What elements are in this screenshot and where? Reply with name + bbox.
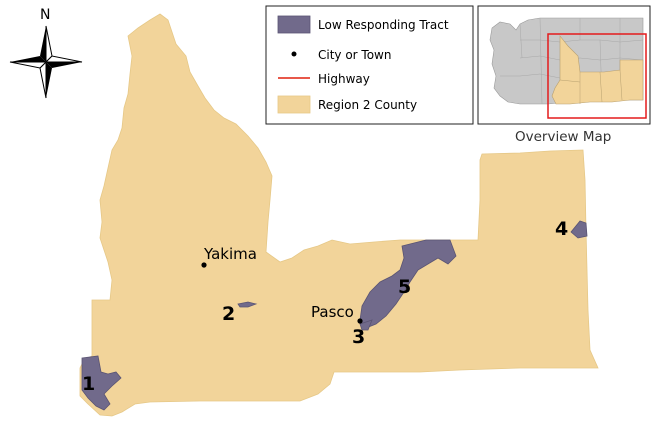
- legend-tract-swatch: [277, 15, 311, 34]
- north-arrow: N: [9, 7, 83, 99]
- tract-2-polygon: [237, 301, 258, 308]
- tract-labels: 1 2 3 4 5: [82, 218, 568, 395]
- compass-rose-icon: [9, 25, 83, 99]
- region-2-area: [79, 13, 599, 417]
- legend-tract-label: Low Responding Tract: [318, 18, 449, 32]
- tract-1-label: 1: [82, 373, 95, 395]
- tract-3-label: 3: [352, 326, 365, 348]
- overview-region-2: [551, 35, 644, 105]
- tract-1-polygon: [81, 355, 122, 411]
- region-2-county-polygon: [79, 13, 599, 417]
- tract-4-polygon: [570, 220, 588, 239]
- overview-extent-box: [547, 33, 647, 119]
- overview-map: Overview Map: [477, 5, 651, 145]
- tract-5-polygon: [359, 239, 457, 329]
- overview-county-lines: [500, 17, 644, 105]
- legend: Low Responding Tract City or Town Highwa…: [265, 5, 474, 125]
- city-yakima-label: Yakima: [203, 245, 257, 263]
- tract-2-label: 2: [222, 303, 235, 325]
- tracts-layer: [81, 220, 588, 411]
- legend-county-swatch: [277, 95, 311, 114]
- legend-highway-label: Highway: [318, 72, 370, 86]
- city-pasco-dot: [357, 318, 363, 324]
- tract-3-polygon: [359, 319, 373, 331]
- north-label: N: [40, 7, 50, 23]
- cities-layer: Yakima Pasco: [201, 245, 363, 324]
- tract-4-label: 4: [555, 218, 568, 240]
- tract-5-label: 5: [398, 276, 411, 298]
- legend-city-dot: [291, 51, 297, 57]
- overview-region-2-lines: [559, 69, 623, 104]
- legend-county-label: Region 2 County: [318, 98, 417, 112]
- city-yakima-dot: [201, 262, 207, 268]
- overview-title: Overview Map: [515, 129, 611, 145]
- city-pasco-label: Pasco: [311, 303, 354, 321]
- legend-city-label: City or Town: [318, 48, 391, 62]
